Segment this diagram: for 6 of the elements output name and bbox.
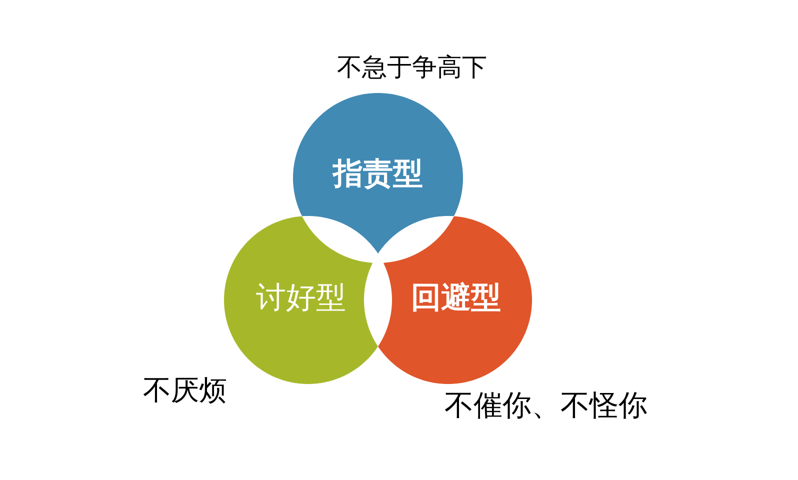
circle-label: 指责型 [333, 158, 423, 190]
circle-label: 回避型 [411, 282, 501, 314]
caption-text: 不催你、不怪你 [444, 390, 648, 422]
circle-label: 讨好型 [256, 282, 346, 314]
caption-text: 不厌烦 [143, 376, 227, 406]
caption-text: 不急于争高下 [337, 53, 487, 81]
